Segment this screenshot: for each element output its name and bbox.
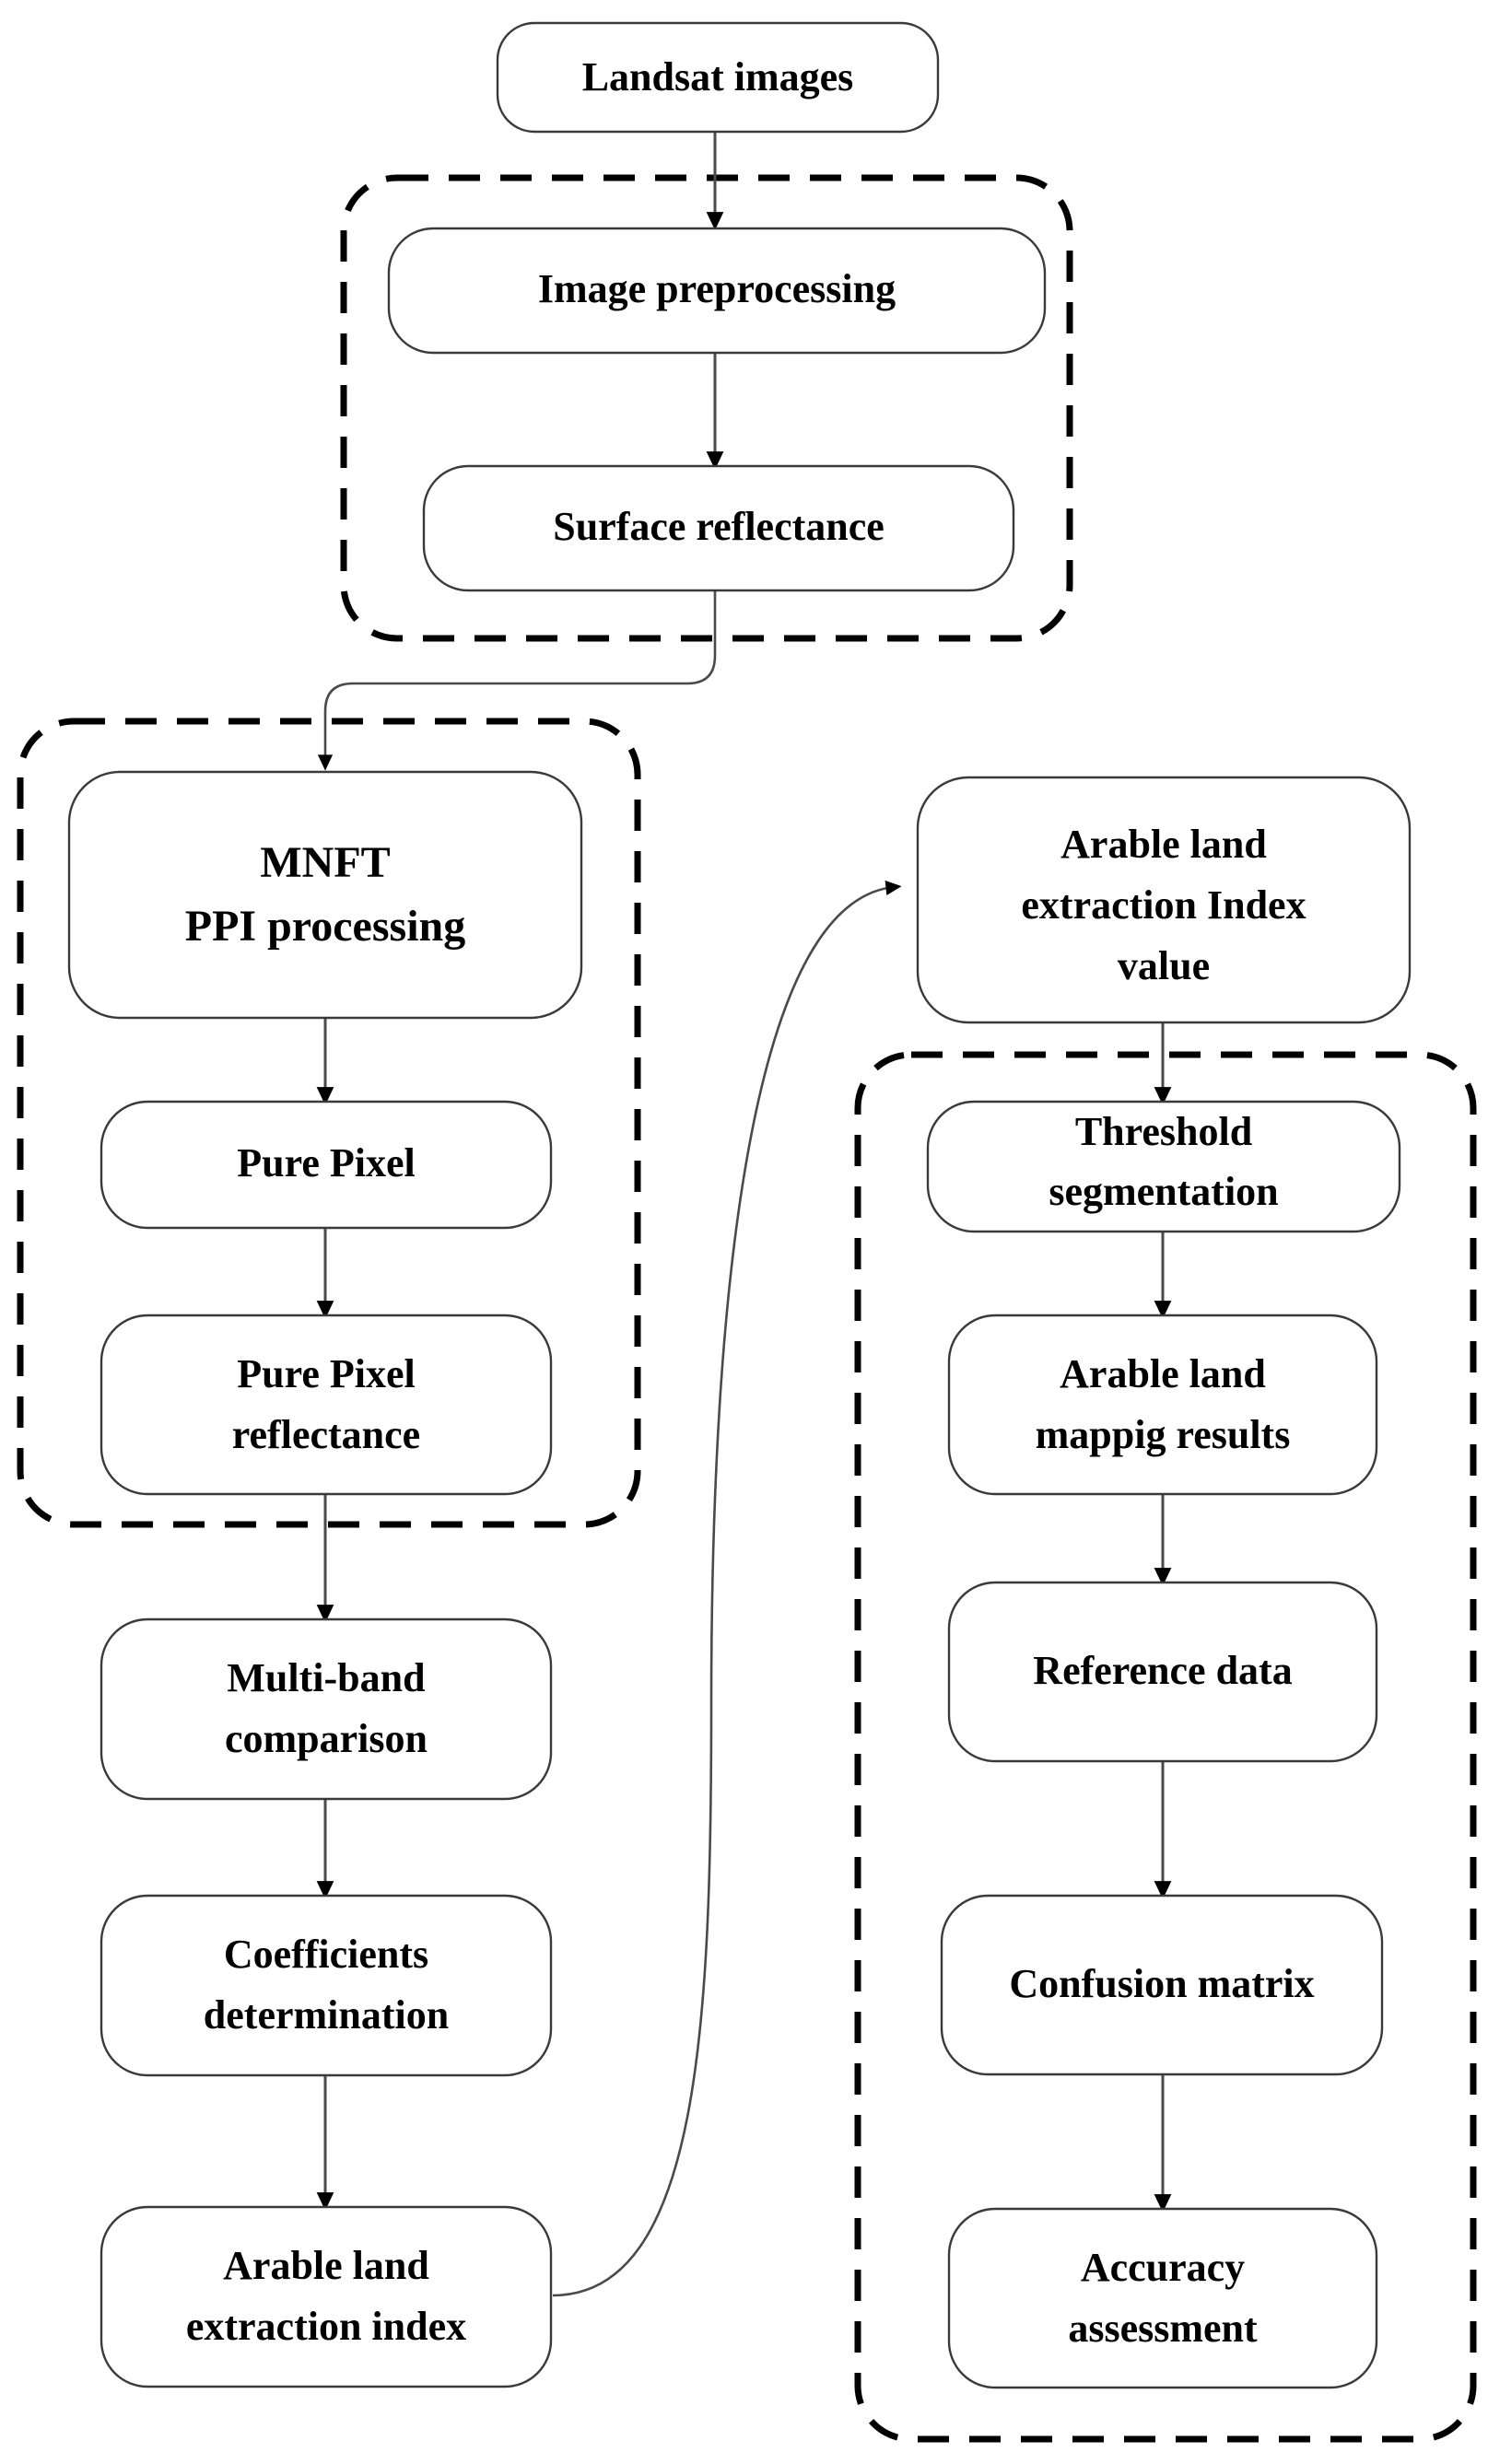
node-arable-land-mapping-results-label-line1: Arable land (1060, 1351, 1266, 1396)
node-arable-land-extraction-index-label-line2: extraction index (186, 2304, 466, 2349)
node-reference-data[interactable]: Reference data (947, 1581, 1378, 1763)
node-index-value-label-line1: Arable land (1060, 822, 1267, 867)
node-pure-pixel-reflectance[interactable]: Pure Pixel reflectance (100, 1314, 553, 1496)
node-arable-land-mapping-results[interactable]: Arable land mappig results (947, 1314, 1378, 1496)
node-index-value-label-line2: extraction Index (1021, 882, 1306, 928)
node-coefficients-determination[interactable]: Coefficients determination (100, 1894, 553, 2077)
node-image-preprocessing[interactable]: Image preprocessing (387, 227, 1047, 355)
node-mnft-ppi-processing[interactable]: MNFT PPI processing (67, 770, 583, 1020)
preprocessing-stage-group (340, 174, 1073, 642)
node-surface-reflectance[interactable]: Surface reflectance (422, 464, 1015, 592)
node-arable-land-mapping-results-label-line2: mappig results (1036, 1412, 1291, 1457)
node-accuracy-assessment[interactable]: Accuracy assessment (947, 2207, 1378, 2389)
node-multi-band-comparison-label-line2: comparison (225, 1716, 428, 1761)
node-threshold-segmentation-label-line2: segmentation (1049, 1169, 1278, 1214)
node-landsat-images[interactable]: Landsat images (496, 21, 940, 134)
node-pure-pixel-label: Pure Pixel (237, 1140, 415, 1185)
node-image-preprocessing-label: Image preprocessing (538, 266, 896, 311)
node-pure-pixel-reflectance-label-line1: Pure Pixel (237, 1351, 415, 1396)
node-accuracy-assessment-label-line2: assessment (1068, 2306, 1258, 2351)
node-confusion-matrix-label: Confusion matrix (1009, 1961, 1314, 2006)
node-arable-land-extraction-index-label-line1: Arable land (223, 2243, 429, 2288)
node-arable-land-extraction-index-value[interactable]: Arable land extraction Index value (916, 776, 1412, 1024)
pure-pixel-extraction-group (17, 718, 641, 1528)
node-mnft-ppi-processing-label-line2: PPI processing (185, 902, 465, 951)
node-arable-land-extraction-index[interactable]: Arable land extraction index (100, 2205, 553, 2388)
node-confusion-matrix[interactable]: Confusion matrix (940, 1894, 1384, 2076)
node-reference-data-label: Reference data (1033, 1648, 1292, 1693)
node-pure-pixel-reflectance-label-line2: reflectance (232, 1412, 420, 1457)
node-multi-band-comparison[interactable]: Multi-band comparison (100, 1617, 553, 1801)
node-coefficients-determination-label-line1: Coefficients (224, 1932, 428, 1977)
node-threshold-segmentation[interactable]: Threshold segmentation (926, 1100, 1401, 1233)
edge-surface-to-mnft (317, 590, 717, 771)
node-surface-reflectance-label: Surface reflectance (553, 504, 885, 549)
node-accuracy-assessment-label-line1: Accuracy (1081, 2245, 1245, 2290)
node-index-value-label-line3: value (1118, 943, 1210, 988)
node-pure-pixel[interactable]: Pure Pixel (100, 1100, 553, 1230)
node-mnft-ppi-processing-label-line1: MNFT (260, 838, 390, 887)
node-multi-band-comparison-label-line1: Multi-band (227, 1655, 425, 1700)
node-threshold-segmentation-label-line1: Threshold (1075, 1109, 1252, 1154)
node-coefficients-determination-label-line2: determination (204, 1992, 449, 2038)
edge-index-to-index-value (552, 880, 902, 2297)
node-landsat-images-label: Landsat images (582, 54, 854, 99)
